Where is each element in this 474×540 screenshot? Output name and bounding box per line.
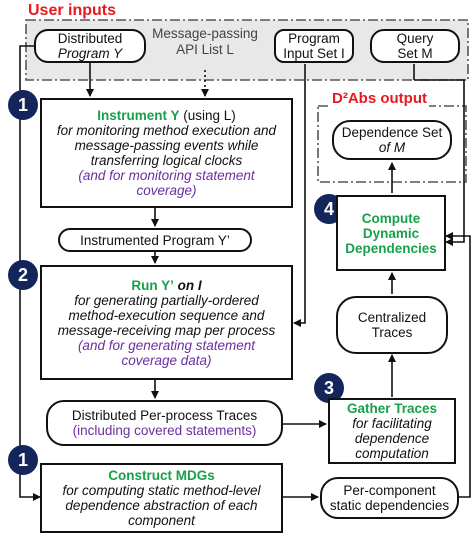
run-line-3: message-receiving map per process: [57, 322, 276, 338]
centralized-label-2: Traces: [371, 325, 413, 340]
instrument-purple-2: coverage): [136, 183, 197, 198]
query-set-node: Query Set M: [370, 29, 460, 63]
step-2-badge: 2: [8, 260, 38, 290]
per-component-node: Per-component static dependencies: [320, 477, 459, 519]
compute-line-3: Dependencies: [345, 240, 437, 256]
api-list-label-1: Message-passing: [152, 26, 258, 41]
instrument-purple-1: (and for monitoring statement: [78, 168, 255, 183]
distributed-program-label-1: Distributed: [57, 31, 123, 46]
run-purple-1: (and for generating statement: [77, 337, 256, 353]
gather-line-3: computation: [355, 446, 429, 461]
gather-line-2: dependence: [354, 431, 430, 446]
per-process-label-2: (including covered statements): [72, 423, 257, 438]
instrument-line-1: for monitoring method execution and: [56, 123, 277, 138]
centralized-traces-node: Centralized Traces: [336, 296, 448, 354]
instrument-box: Instrument Y (using L) for monitoring me…: [40, 98, 293, 208]
instrument-heading: Instrument Y (using L): [97, 108, 236, 123]
per-process-label-1: Distributed Per-process Traces: [71, 408, 258, 423]
construct-heading: Construct MDGs: [108, 468, 215, 483]
user-inputs-title: User inputs: [28, 2, 117, 19]
construct-line-2: dependence abstraction of each: [65, 498, 258, 513]
instrument-line-3: transferring logical clocks: [90, 153, 243, 168]
gather-box: Gather Traces for facilitating dependenc…: [328, 398, 456, 464]
run-heading-green: Run Y’: [131, 277, 174, 293]
run-heading-rest: on I: [177, 277, 202, 293]
per-process-traces-node: Distributed Per-process Traces (includin…: [46, 400, 283, 446]
distributed-program-node: Distributed Program Y: [34, 29, 146, 63]
program-input-set-node: Program Input Set I: [274, 29, 354, 63]
program-input-label-1: Program: [288, 31, 340, 46]
run-heading: Run Y’ on I: [131, 278, 201, 293]
centralized-label-1: Centralized: [357, 310, 427, 325]
step-1-badge: 1: [8, 90, 38, 120]
query-set-label-2: Set M: [397, 46, 433, 61]
gather-heading: Gather Traces: [346, 401, 438, 416]
dependence-set-node: Dependence Set of M: [332, 120, 452, 160]
run-box: Run Y’ on I for generating partially-ord…: [40, 265, 293, 380]
construct-box: Construct MDGs for computing static meth…: [40, 463, 283, 533]
api-list-node: Message-passing API List L: [140, 26, 270, 58]
dependence-set-label-2: of M: [378, 140, 406, 155]
program-input-label-2: Input Set I: [283, 46, 345, 61]
construct-step-1-badge: 1: [8, 445, 38, 475]
run-line-2: method-execution sequence and: [68, 307, 265, 323]
dependence-set-label-1: Dependence Set: [341, 125, 443, 140]
query-set-label-1: Query: [396, 31, 434, 46]
output-title: D²Abs output: [330, 90, 429, 108]
per-component-label-1: Per-component: [343, 483, 436, 498]
api-list-label-2: API List L: [176, 42, 234, 57]
construct-line-3: component: [128, 513, 195, 528]
instrument-heading-rest: (using L): [183, 108, 236, 123]
run-line-1: for generating partially-ordered: [74, 292, 259, 308]
compute-line-2: Dynamic: [362, 225, 420, 241]
compute-line-1: Compute: [361, 210, 421, 226]
construct-line-1: for computing static method-level: [62, 483, 261, 498]
compute-box: Compute Dynamic Dependencies: [336, 195, 446, 271]
gather-line-1: for facilitating: [352, 416, 432, 431]
per-component-label-2: static dependencies: [329, 498, 450, 513]
instrument-heading-green: Instrument Y: [97, 108, 180, 123]
instrumented-program-node: Instrumented Program Y’: [58, 228, 252, 252]
run-purple-2: coverage data): [121, 352, 212, 368]
distributed-program-label-2: Program Y: [57, 46, 123, 61]
instrument-line-2: message-passing events while: [74, 138, 259, 153]
